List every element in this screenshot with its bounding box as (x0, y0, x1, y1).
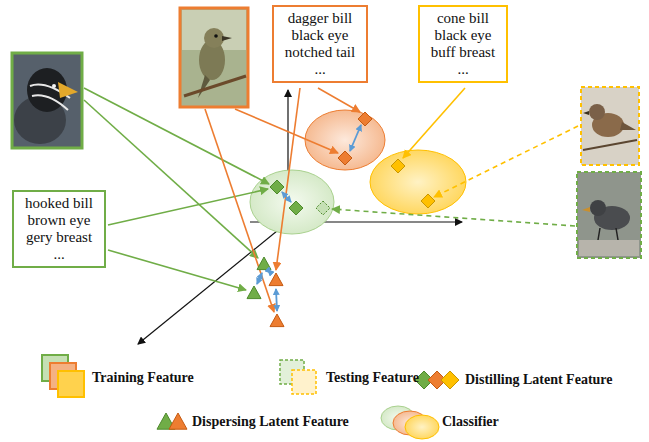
feature-arrows-part (84, 100, 258, 258)
dispersing-feature-green (257, 257, 271, 270)
testing-sample (292, 370, 316, 394)
feature-arrows-part (403, 88, 465, 158)
bird-photo-yellow-test-part (583, 111, 589, 115)
distilling-feature-yellow (391, 159, 405, 173)
bird-photo-green-test-part (582, 207, 590, 212)
distilling-feature-yellow (421, 194, 435, 208)
bird-photo-green-part (12, 53, 82, 148)
bird-photo-green-test-part (579, 240, 639, 256)
bird-photo-orange (180, 8, 248, 107)
legend-text: Testing Feature (326, 370, 419, 386)
bird-photo-orange-part (222, 36, 232, 41)
legend-text: Distilling Latent Feature (465, 372, 613, 388)
bird-photo-yellow-test-part (583, 140, 637, 150)
feature-arrows-part (108, 189, 268, 225)
distilling-sample (441, 371, 459, 389)
dispersing-sample (169, 413, 187, 429)
bird-photo-green-test-part (590, 200, 606, 216)
distilling-feature-orange (358, 112, 372, 126)
bird-photo-green-part (32, 95, 68, 110)
pair-arrows-part (268, 270, 271, 273)
bird-photo-yellow-test-part (589, 104, 605, 120)
latent-feature-marks (247, 112, 435, 327)
feature-arrows-part (205, 109, 274, 312)
training-sample (58, 371, 84, 397)
coordinate-axes-part (138, 222, 288, 344)
feature-arrows-part (318, 88, 360, 112)
legend-samples (42, 355, 459, 439)
legend-text: Classifier (442, 414, 499, 430)
testing-feature-green (316, 201, 330, 215)
bird-photo-orange-part (204, 28, 224, 48)
attribute-box-green: hooked bill brown eye gery breast ... (12, 190, 106, 268)
classifier-sample (405, 415, 439, 439)
classifier-ellipses-part (370, 150, 466, 214)
distilling-feature-orange (338, 151, 352, 165)
bird-photo-orange-part (184, 76, 246, 96)
feature-arrows-part (332, 209, 575, 226)
legend-text: Training Feature (92, 370, 194, 386)
attribute-box-orange: dagger bill black eye notched tail ... (272, 5, 368, 83)
pair-arrows-part (282, 192, 291, 202)
coordinate-axes (138, 90, 462, 344)
attribute-box-yellow: cone bill black eye buff breast ... (418, 5, 508, 83)
feature-arrows (84, 88, 578, 312)
distilling-feature-green (289, 201, 303, 215)
attribute-text: dagger bill black eye notched tail ... (281, 10, 359, 78)
feature-arrows-part (434, 126, 578, 197)
feature-arrows-part (276, 88, 300, 270)
feature-arrows-part (84, 88, 269, 184)
classifier-ellipses-part (250, 170, 334, 234)
feature-arrows-part (235, 109, 338, 153)
feature-arrows-part (108, 250, 246, 290)
bird-photo-green-test-part (577, 172, 641, 258)
bird-photo-orange-part (198, 75, 210, 98)
pair-arrows-part (276, 289, 277, 311)
bird-photo-yellow-test (581, 87, 639, 165)
legend-text: Dispersing Latent Feature (192, 414, 349, 430)
pair-arrows (257, 125, 361, 311)
bird-photo-orange-part (182, 10, 246, 50)
pair-arrows-part (257, 273, 262, 284)
bird-photo-orange-part (180, 8, 248, 107)
bird-photo-yellow-test-part (581, 87, 639, 165)
dispersing-feature-orange (270, 314, 284, 327)
classifier-ellipses-part (305, 110, 385, 170)
bird-photo-green (12, 53, 82, 148)
bird-photo-yellow-test-part (620, 122, 636, 130)
bird-photo-green-part (52, 84, 56, 88)
bird-photo-green-part (58, 82, 78, 98)
pair-arrows-part (350, 125, 361, 151)
dispersing-feature-orange (269, 273, 283, 286)
distilling-feature-green (270, 180, 284, 194)
bird-photo-green-test-part (598, 228, 618, 240)
dispersing-feature-green (247, 286, 261, 299)
bird-photo-green-test (577, 172, 641, 258)
attribute-text: hooked bill brown eye gery breast ... (21, 195, 97, 263)
bird-photo-orange-part (214, 34, 218, 38)
attribute-text: cone bill black eye buff breast ... (427, 10, 499, 78)
